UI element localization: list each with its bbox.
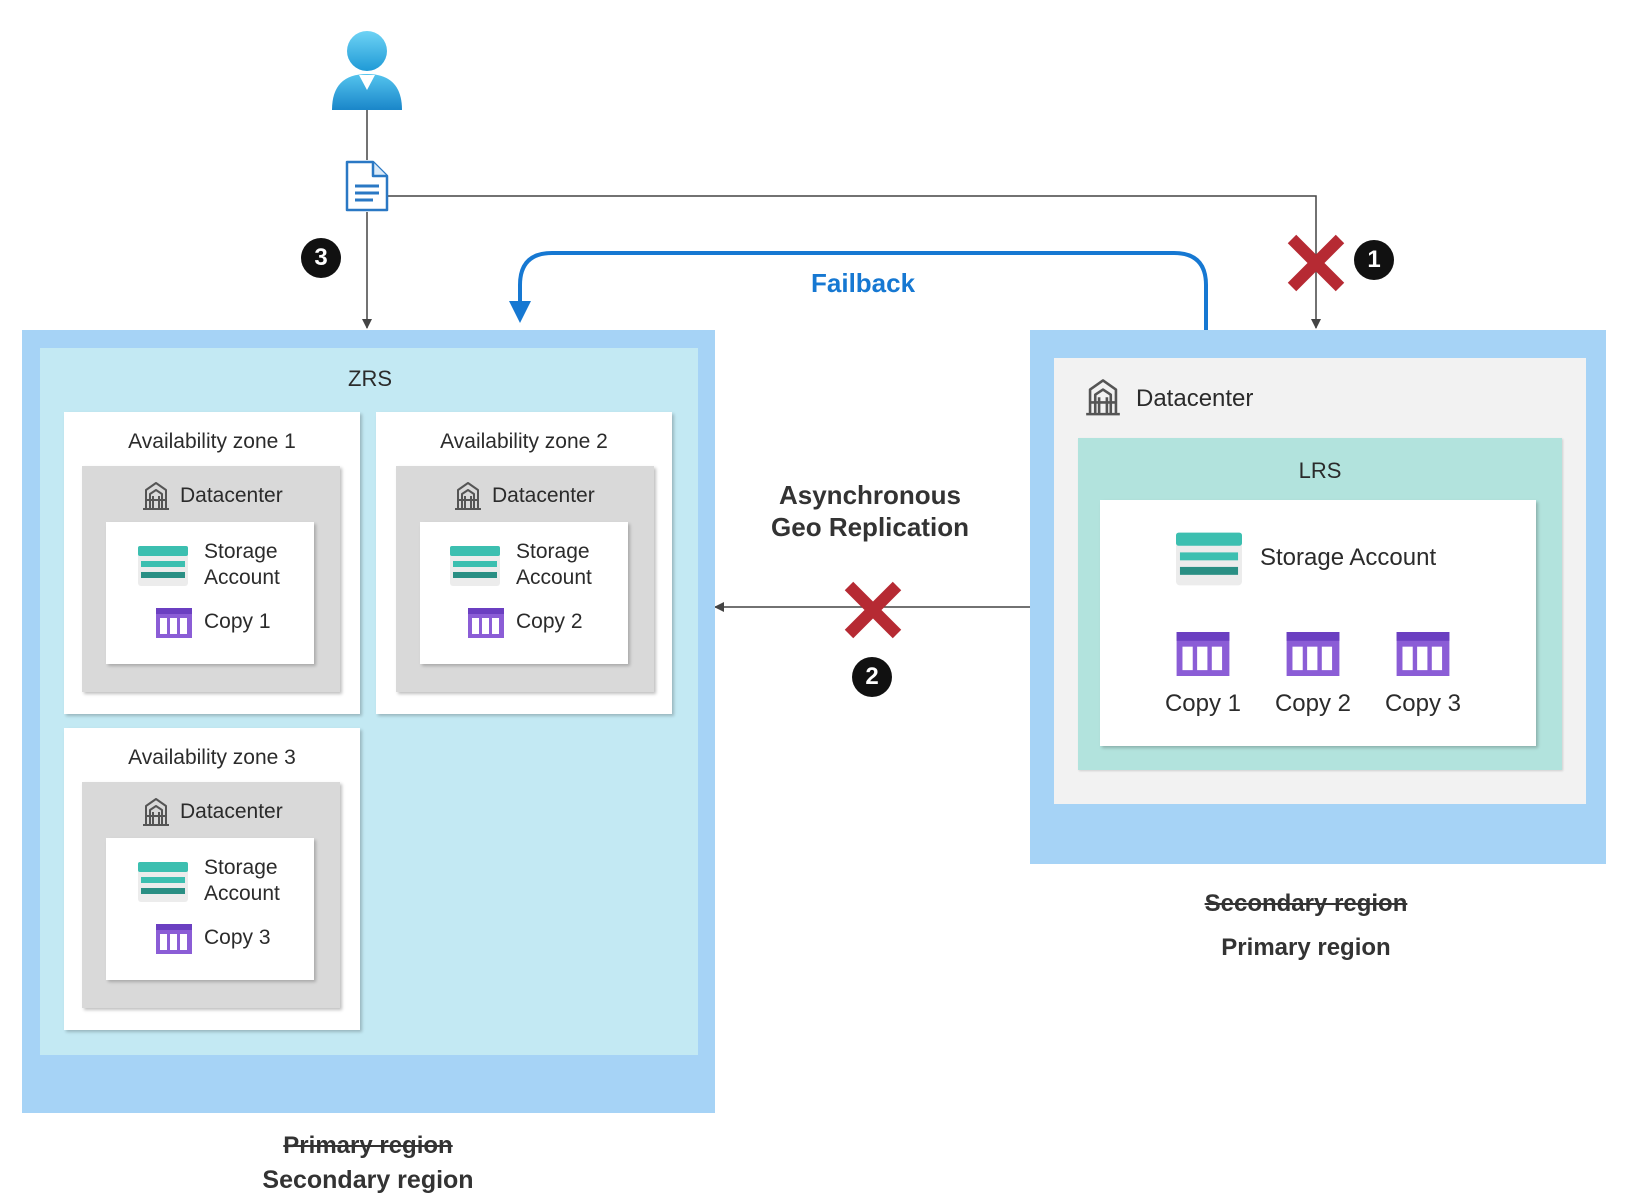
table-copy-icon [1396, 632, 1450, 676]
storage-account-icon [1176, 532, 1242, 586]
zone-3-storage-line2: Account [204, 882, 280, 905]
zone-3-storage-line1: Storage [204, 856, 278, 879]
lrs-label: LRS [1298, 458, 1342, 483]
storage-account-icon [138, 546, 188, 586]
right-region-new-label: Primary region [1221, 934, 1391, 961]
datacenter-building-icon [455, 482, 481, 510]
zone-3-datacenter-label: Datacenter [180, 800, 283, 823]
right-datacenter-label: Datacenter [1136, 385, 1254, 412]
zrs-label: ZRS [348, 366, 392, 391]
zone-1-storage-box [106, 522, 314, 664]
right-region-old-label: Secondary region [1204, 890, 1408, 917]
step-1-badge: 1 [1354, 240, 1394, 280]
zone-3-storage-box [106, 838, 314, 980]
red-x-icon [844, 581, 902, 639]
lrs-storage-box [1100, 500, 1536, 746]
zone-3-copy-label: Copy 3 [204, 926, 271, 949]
zone-2-datacenter-label: Datacenter [492, 484, 595, 507]
failback-label: Failback [811, 268, 916, 298]
storage-account-icon [138, 862, 188, 902]
lrs-copy-2-label: Copy 2 [1274, 690, 1352, 717]
zone-2-storage-line1: Storage [516, 540, 590, 563]
zone-2-copy-label: Copy 2 [516, 610, 583, 633]
geo-replication-label-line2: Geo Replication [771, 512, 969, 542]
table-copy-icon [468, 608, 504, 638]
left-region-old-label: Primary region [283, 1132, 453, 1159]
zone-1-copy-label: Copy 1 [204, 610, 271, 633]
table-copy-icon [156, 924, 192, 954]
zone-1-storage-line1: Storage [204, 540, 278, 563]
zone-1-storage-line2: Account [204, 566, 280, 589]
document-icon [345, 160, 389, 212]
step-2-badge: 2 [852, 657, 892, 697]
lrs-copy-1-label: Copy 1 [1164, 690, 1242, 717]
zone-2-storage-box [420, 522, 628, 664]
failback-arrow [509, 251, 1208, 332]
storage-account-icon [450, 546, 500, 586]
step-3-badge: 3 [301, 238, 341, 278]
zone-1-title: Availability zone 1 [128, 430, 296, 453]
datacenter-building-icon [1086, 379, 1120, 416]
table-copy-icon [1176, 632, 1230, 676]
zone-2-title: Availability zone 2 [440, 430, 608, 453]
datacenter-building-icon [143, 482, 169, 510]
document-to-right-region-arrow [388, 195, 1321, 329]
datacenter-building-icon [143, 798, 169, 826]
user-icon [332, 31, 402, 110]
lrs-copy-3-label: Copy 3 [1384, 690, 1462, 717]
table-copy-icon [1286, 632, 1340, 676]
lrs-storage-label: Storage Account [1260, 544, 1437, 571]
table-copy-icon [156, 608, 192, 638]
left-region-new-label: Secondary region [262, 1166, 474, 1194]
red-x-icon [1287, 234, 1345, 292]
zone-3-title: Availability zone 3 [128, 746, 296, 769]
zone-2-storage-line2: Account [516, 566, 592, 589]
zone-1-datacenter-label: Datacenter [180, 484, 283, 507]
geo-replication-label-line1: Asynchronous [778, 480, 962, 510]
